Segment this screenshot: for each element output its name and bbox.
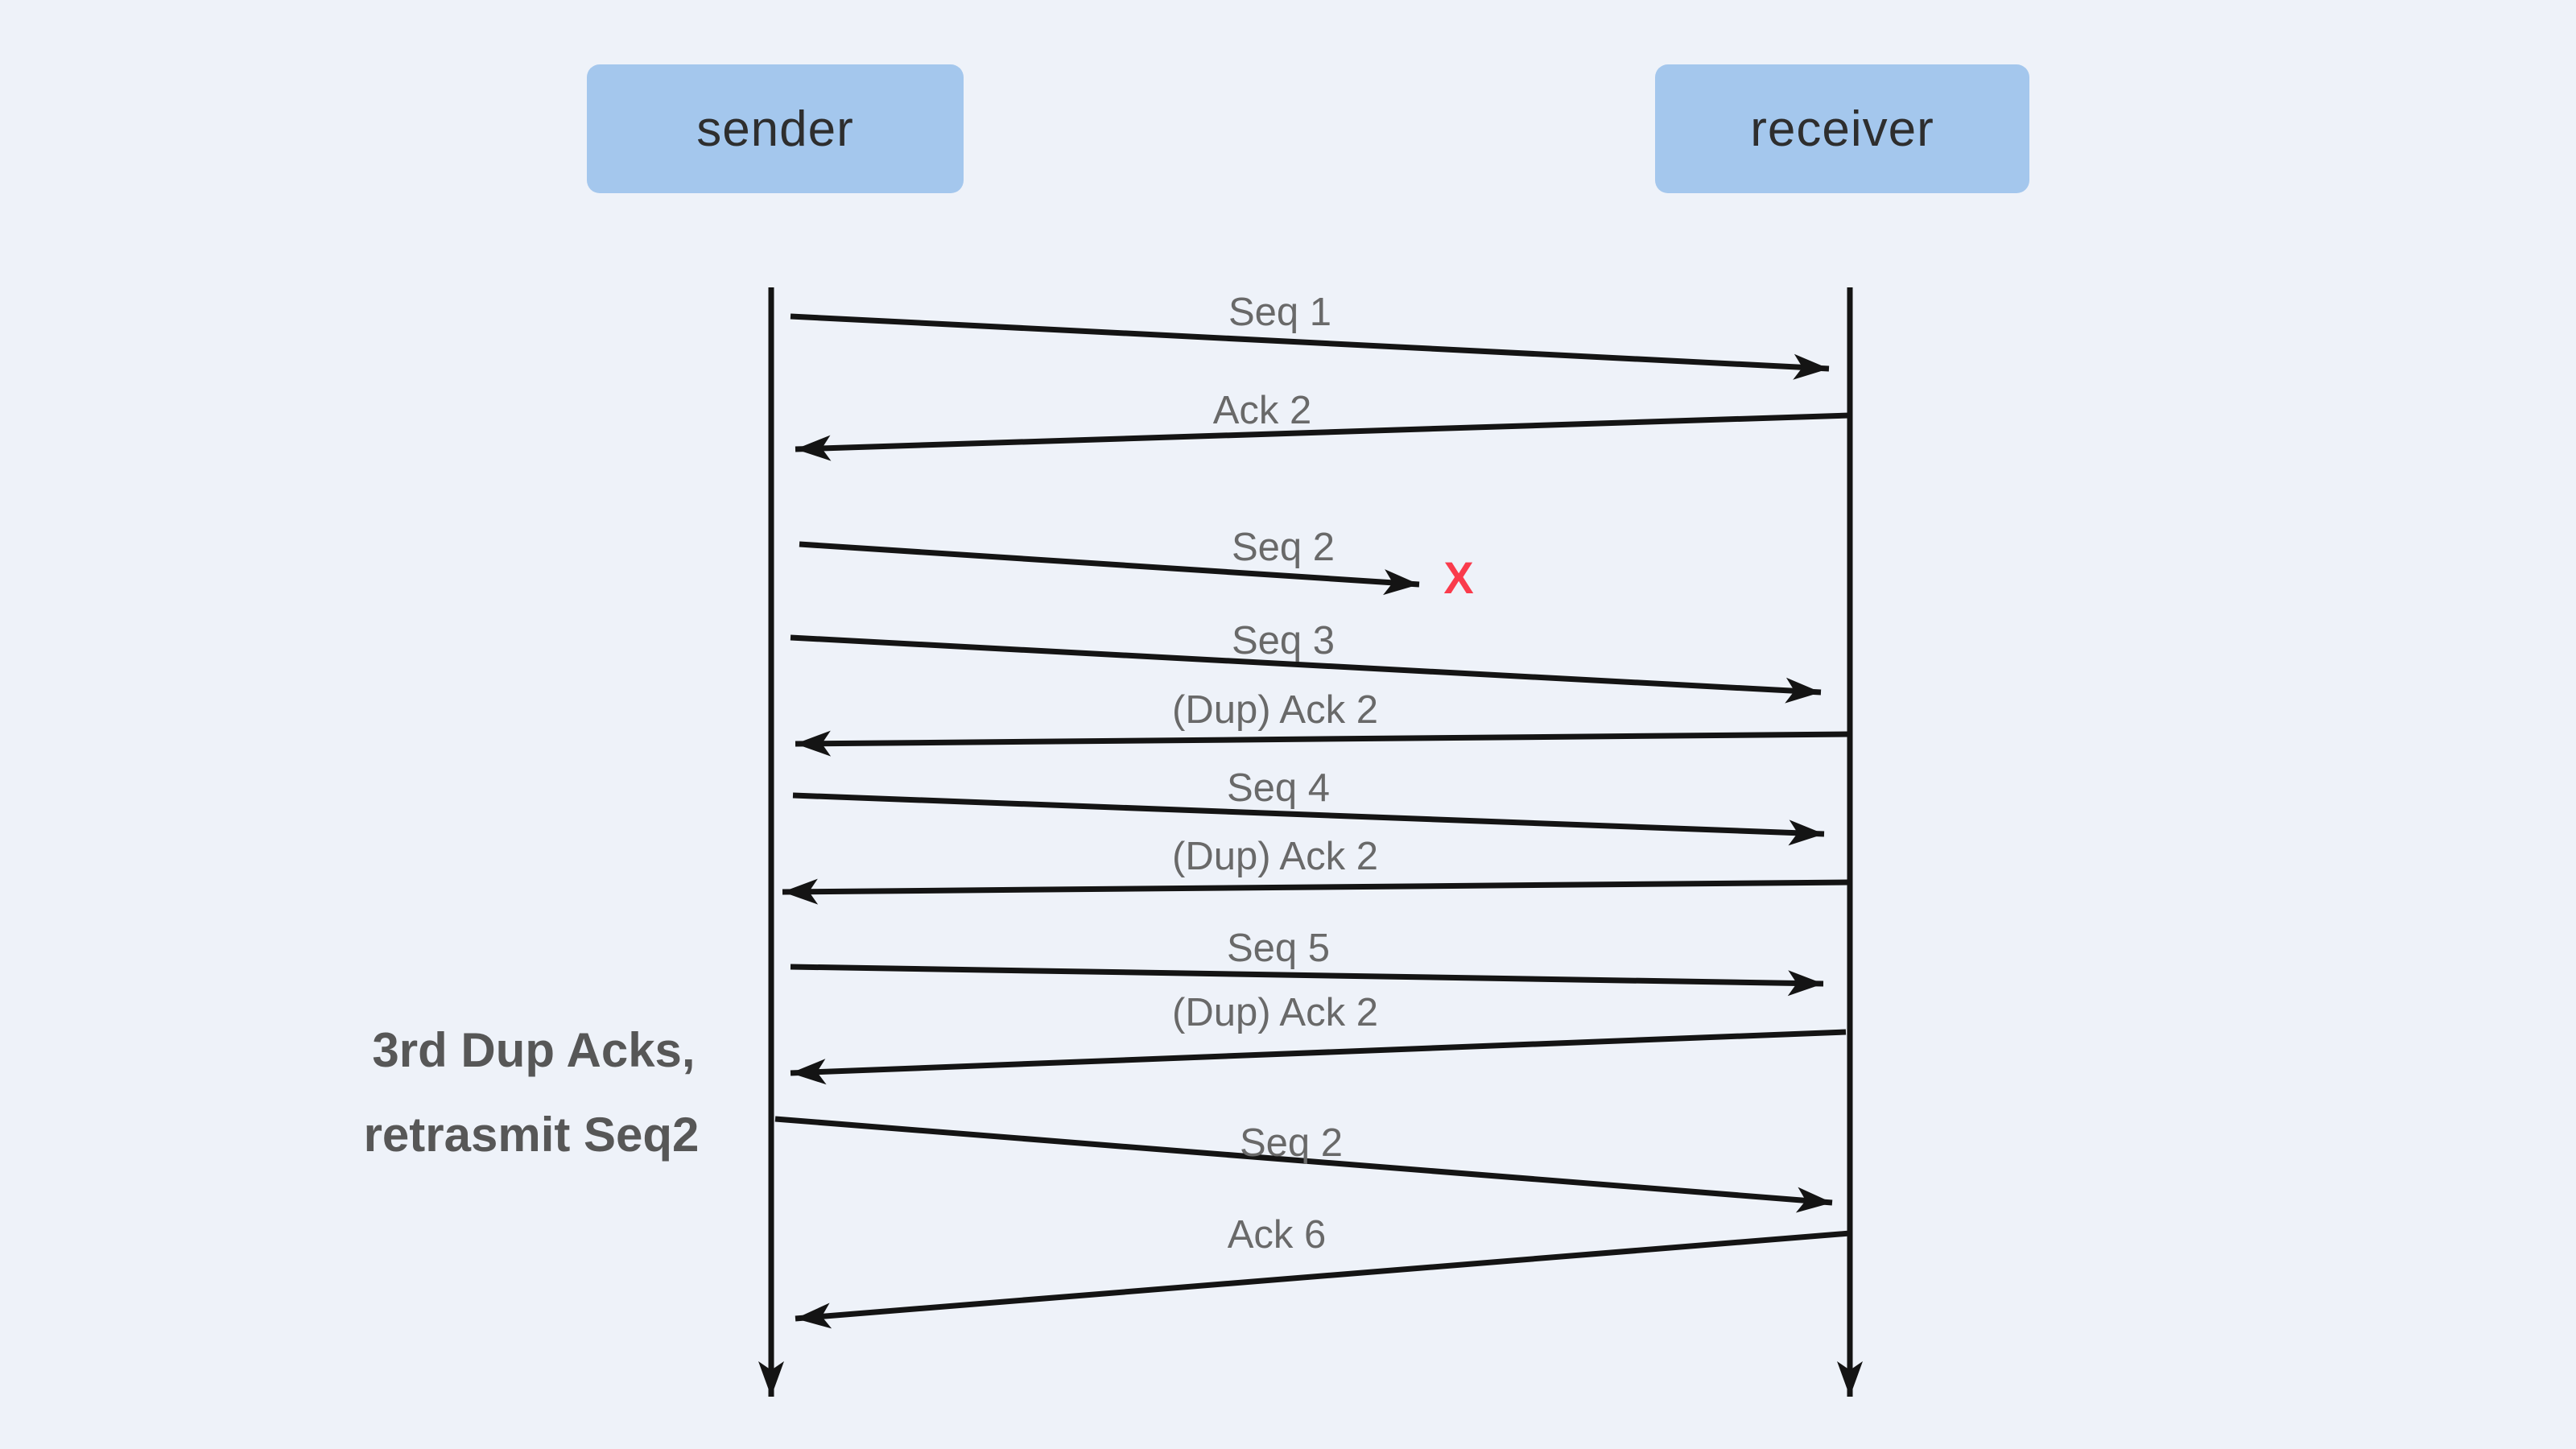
message-ack2: Ack 2 bbox=[795, 389, 1851, 461]
ack2-arrow bbox=[795, 412, 1851, 461]
message-seq4: Seq 4 bbox=[792, 766, 1825, 846]
seq5-label: Seq 5 bbox=[1227, 927, 1330, 970]
message-seq1: Seq 1 bbox=[790, 291, 1830, 380]
seq4-label: Seq 4 bbox=[1227, 766, 1330, 810]
dup-ack2-3-label: (Dup) Ack 2 bbox=[1172, 991, 1378, 1034]
message-seq3: Seq 3 bbox=[790, 619, 1822, 704]
ack2-label: Ack 2 bbox=[1213, 389, 1312, 432]
sender-actor-label: sender bbox=[696, 101, 854, 157]
seq2-lost-arrow bbox=[799, 541, 1420, 596]
seq1-label: Seq 1 bbox=[1228, 291, 1331, 334]
seq3-label: Seq 3 bbox=[1232, 619, 1335, 663]
message-seq2-retransmit: Seq 2 bbox=[774, 1116, 1833, 1213]
ack6-arrow bbox=[795, 1230, 1851, 1329]
packet-loss-x-marker: X bbox=[1443, 552, 1473, 603]
seq2-retransmit-label: Seq 2 bbox=[1240, 1121, 1343, 1165]
dup-ack2-2-arrow bbox=[782, 878, 1851, 905]
dup-ack2-1-label: (Dup) Ack 2 bbox=[1172, 688, 1378, 732]
message-seq5: Seq 5 bbox=[790, 927, 1824, 997]
receiver-actor-box: receiver bbox=[1655, 64, 2029, 193]
sender-actor-box: sender bbox=[587, 64, 964, 193]
dup-ack2-2-label: (Dup) Ack 2 bbox=[1172, 835, 1378, 878]
seq4-arrow bbox=[792, 792, 1825, 846]
message-ack6: Ack 6 bbox=[795, 1213, 1851, 1329]
seq2-retransmit-arrow bbox=[774, 1116, 1833, 1213]
message-dup-ack2-2: (Dup) Ack 2 bbox=[782, 835, 1851, 905]
message-dup-ack2-3: (Dup) Ack 2 bbox=[790, 991, 1847, 1085]
seq3-arrow bbox=[790, 634, 1822, 704]
message-seq2-lost: Seq 2 X bbox=[799, 526, 1474, 603]
receiver-actor-label: receiver bbox=[1750, 101, 1934, 157]
dup-ack2-1-arrow bbox=[795, 730, 1851, 757]
message-dup-ack2-1: (Dup) Ack 2 bbox=[795, 688, 1851, 757]
ack6-label: Ack 6 bbox=[1228, 1213, 1327, 1257]
seq1-arrow bbox=[790, 313, 1830, 380]
annotation-line1: 3rd Dup Acks, bbox=[372, 1023, 695, 1077]
seq5-arrow bbox=[790, 964, 1824, 997]
fast-retransmit-annotation: 3rd Dup Acks, retrasmit Seq2 bbox=[364, 1023, 700, 1162]
dup-ack2-3-arrow bbox=[790, 1029, 1847, 1085]
seq2-lost-label: Seq 2 bbox=[1232, 526, 1335, 569]
annotation-line2: retrasmit Seq2 bbox=[364, 1108, 700, 1162]
